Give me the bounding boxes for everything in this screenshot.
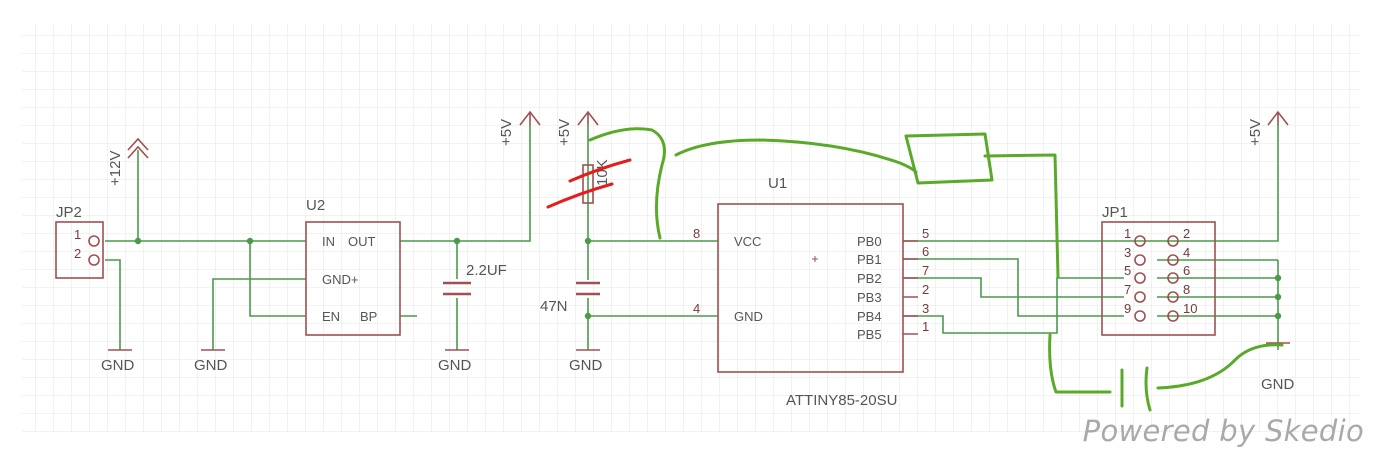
jp1-pin (1134, 272, 1146, 284)
supply-5v-arrow (519, 110, 541, 126)
green-sketch-stroke (674, 138, 918, 174)
red-strike-annotation (546, 158, 632, 209)
jp1-pin-number: 10 (1183, 301, 1197, 316)
junction (246, 237, 254, 245)
u1-pin-number: 1 (922, 319, 929, 334)
junction (1274, 274, 1282, 282)
u2-pin-bp: BP (360, 309, 377, 324)
jp1-header (1101, 221, 1216, 336)
jp1-pin (1134, 254, 1146, 266)
jp2-pin-number: 2 (74, 246, 81, 261)
capacitor-c2 (576, 281, 600, 296)
jp1-pin-number: 6 (1183, 263, 1190, 278)
green-sketch-annotation (588, 127, 1284, 412)
u2-pin-out: OUT (348, 234, 376, 249)
jp2-pin-number: 1 (74, 227, 81, 242)
green-sketch-stroke (1048, 333, 1112, 394)
gnd-label: GND (194, 357, 228, 374)
u1-pin-stubs (903, 240, 918, 335)
u1-pin-pb2: PB2 (857, 271, 882, 286)
resistor-r1 (582, 164, 594, 204)
red-strike-mark (546, 182, 614, 209)
jp2-label: JP2 (56, 204, 82, 221)
jp1-pin-number: 5 (1124, 263, 1131, 278)
c2-value: 47N (540, 298, 568, 315)
jp1-pin (1167, 254, 1179, 266)
jp1-pin (1167, 291, 1179, 303)
jp2-connector (55, 221, 104, 279)
jp1-pin (1167, 235, 1179, 247)
u1-ic (717, 203, 904, 373)
red-strike-mark (568, 158, 632, 183)
supply-12v-arrow (127, 137, 149, 159)
u1-pin-number: 5 (922, 226, 929, 241)
u2-regulator (305, 221, 401, 336)
capacitor-c1 (443, 281, 471, 296)
r1-value: 10K (594, 159, 611, 186)
green-sketch-stroke (1156, 343, 1284, 390)
jp1-pin (1134, 235, 1146, 247)
gnd-label: GND (569, 357, 603, 374)
u1-pin-pb3: PB3 (857, 290, 882, 305)
u1-origin-mark (812, 256, 818, 262)
junction (453, 237, 461, 245)
jp1-pin (1134, 291, 1146, 303)
jp1-pin-number: 9 (1124, 301, 1131, 316)
skedio-watermark: Powered by Skedio (1082, 414, 1364, 448)
u2-pin-in: IN (322, 234, 335, 249)
supply-5v-label: +5V (498, 119, 515, 146)
jp2-pin-1 (88, 235, 100, 247)
junction (1274, 312, 1282, 320)
u2-pin-gnd: GND+ (322, 272, 358, 287)
u1-pin-number: 7 (922, 263, 929, 278)
jp1-pin-number: 8 (1183, 282, 1190, 297)
gnd-label: GND (438, 357, 472, 374)
green-sketch-stroke (983, 153, 1060, 279)
junctions (134, 237, 1282, 320)
junction (584, 237, 592, 245)
u1-label: U1 (768, 175, 787, 192)
u2-label: U2 (306, 197, 325, 214)
u1-pin-pb0: PB0 (857, 234, 882, 249)
c1-value: 2.2UF (466, 262, 507, 279)
supply-5v-label: +5V (556, 119, 573, 146)
jp1-pin (1134, 310, 1146, 322)
green-sketch-stroke (904, 132, 994, 185)
jp1-pin (1167, 272, 1179, 284)
junction (134, 237, 142, 245)
jp1-label: JP1 (1102, 204, 1128, 221)
jp2-pin-2 (88, 254, 100, 266)
jp1-pin-number: 1 (1124, 226, 1131, 241)
jp1-pin-number: 3 (1124, 245, 1131, 260)
u1-pin-number: 4 (693, 301, 700, 316)
jp1-pin (1167, 310, 1179, 322)
u1-pin-pb1: PB1 (857, 252, 882, 267)
u1-pin-pb5: PB5 (857, 327, 882, 342)
supply-12v-label: +12V (107, 151, 124, 186)
u2-pin-en: EN (322, 309, 340, 324)
gnd-label: GND (1261, 376, 1295, 393)
green-sketch-stroke (588, 127, 666, 240)
u1-pin-vcc: VCC (734, 234, 761, 249)
junction (584, 312, 592, 320)
jp1-pin-number: 2 (1183, 226, 1190, 241)
junction (1274, 293, 1282, 301)
supply-5v-arrow (577, 110, 599, 126)
u1-pin-pb4: PB4 (857, 309, 882, 324)
jp1-pin-number: 4 (1183, 245, 1190, 260)
u1-pin-number: 2 (922, 282, 929, 297)
u1-pin-number: 6 (922, 244, 929, 259)
jp1-pin-number: 7 (1124, 282, 1131, 297)
gnd-label: GND (101, 357, 135, 374)
u1-pin-number: 8 (693, 226, 700, 241)
supply-5v-arrow (1267, 110, 1289, 126)
u1-pin-gnd: GND (734, 309, 763, 324)
green-sketch-stroke (1144, 366, 1152, 412)
grid-background (22, 24, 1360, 432)
supply-5v-label: +5V (1247, 119, 1264, 146)
u1-part-number: ATTINY85-20SU (786, 392, 897, 409)
u1-pin-number: 3 (922, 301, 929, 316)
